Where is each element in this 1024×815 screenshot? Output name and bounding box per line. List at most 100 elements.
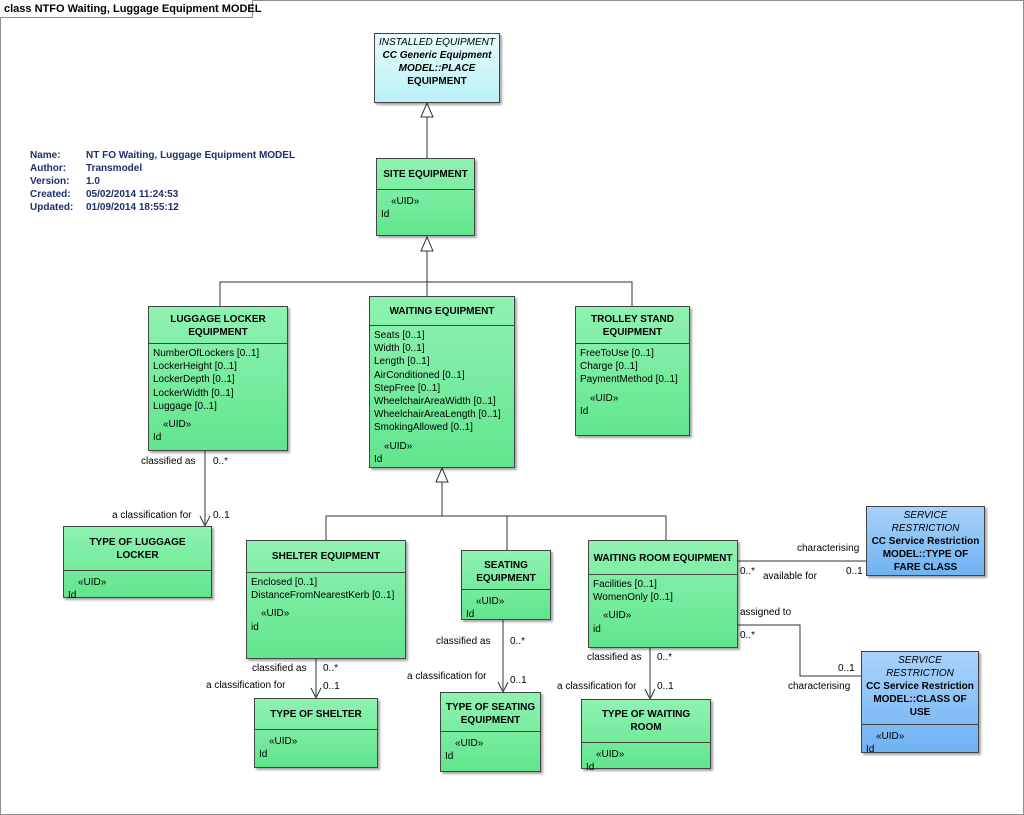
role-label: classified as (587, 652, 642, 663)
uid-stereotype: «UID» (261, 608, 290, 620)
attribute: SmokingAllowed [0..1] (374, 422, 473, 434)
class-title: LUGGAGE LOCKER (170, 314, 266, 325)
attribute-list: NumberOfLockers [0..1]LockerHeight [0..1… (149, 343, 287, 416)
class-type-of-waiting-room[interactable]: TYPE OF WAITING ROOM «UID» Id (581, 699, 711, 773)
uid-stereotype: «UID» (269, 736, 298, 747)
uid-stereotype: «UID» (78, 577, 107, 588)
role-label: a classification for (557, 681, 637, 692)
uid-stereotype: «UID» (391, 196, 420, 207)
attribute: PaymentMethod [0..1] (580, 374, 678, 386)
class-title: SITE EQUIPMENT (383, 169, 468, 180)
class-type-of-luggage-locker[interactable]: TYPE OF LUGGAGE LOCKER «UID» Id (63, 526, 212, 601)
class-class-of-use[interactable]: SERVICE RESTRICTION CC Service Restricti… (861, 651, 979, 755)
attribute: Length [0..1] (374, 356, 430, 368)
class-title: CC Service Restriction (871, 536, 980, 547)
uid-stereotype: «UID» (590, 392, 619, 404)
role-label: classified as (436, 636, 491, 647)
attribute: Id (445, 751, 454, 763)
metadata-key: Version: (30, 176, 70, 187)
class-site-equipment[interactable]: SITE EQUIPMENT «UID» Id (376, 158, 475, 236)
class-type-of-fare-class[interactable]: SERVICE RESTRICTION CC Service Restricti… (866, 506, 985, 576)
class-waiting-room-equipment[interactable]: WAITING ROOM EQUIPMENT Facilities [0..1]… (588, 540, 738, 648)
attribute-list: Seats [0..1] Width [0..1]Length [0..1]Air… (370, 325, 514, 438)
attribute: Width [0..1] (374, 343, 425, 355)
frame-title: class NTFO Waiting, Luggage Equipment MO… (4, 3, 262, 15)
uid-stereotype: «UID» (603, 610, 632, 622)
class-title: TROLLEY STAND (591, 314, 674, 325)
attribute-list: Enclosed [0..1]DistanceFromNearestKerb [… (247, 572, 405, 605)
generalization-arrowhead (420, 101, 434, 118)
diagram-metadata: Name:NT FO Waiting, Luggage Equipment MO… (30, 149, 295, 214)
metadata-row: Created:05/02/2014 11:24:53 (30, 188, 295, 201)
class-title: TYPE OF SHELTER (270, 709, 362, 720)
metadata-value: 01/09/2014 18:55:12 (86, 202, 179, 213)
class-installed-equipment[interactable]: INSTALLED EQUIPMENT CC Generic Equipment… (374, 33, 500, 103)
class-waiting-equipment[interactable]: WAITING EQUIPMENT Seats [0..1] Width [0..… (369, 296, 515, 468)
attribute: id (593, 623, 601, 635)
uid-stereotype: «UID» (476, 596, 505, 607)
role-label: characterising (788, 681, 851, 692)
generalization-tree-waiting (325, 515, 667, 540)
class-title: CC Generic Equipment (382, 50, 492, 61)
attribute: StepFree [0..1] (374, 382, 441, 394)
class-stereotype: SERVICE RESTRICTION (891, 510, 960, 534)
multiplicity-label: 0..1 (838, 663, 855, 674)
class-title: USE (909, 707, 931, 718)
class-title: WAITING EQUIPMENT (389, 306, 495, 317)
class-shelter-equipment[interactable]: SHELTER EQUIPMENT Enclosed [0..1]Distanc… (246, 540, 406, 659)
uid-stereotype: «UID» (455, 738, 484, 749)
multiplicity-label: 0..* (740, 566, 756, 577)
metadata-row: Author: Transmodel (30, 162, 295, 175)
uid-stereotype: «UID» (876, 731, 905, 742)
metadata-value: NT FO Waiting, Luggage Equipment MODEL (86, 150, 296, 161)
multiplicity-label: 0..1 (657, 681, 674, 692)
metadata-row: Updated:01/09/2014 18:55:12 (30, 201, 295, 214)
metadata-key: Author: (30, 163, 67, 174)
class-title: EQUIPMENT (460, 715, 521, 726)
multiplicity-label: 0..1 (510, 675, 527, 686)
attribute: Id (580, 405, 589, 417)
generalization-arrowhead (435, 466, 449, 483)
class-title: SHELTER EQUIPMENT (271, 551, 381, 562)
class-luggage-locker-equipment[interactable]: LUGGAGE LOCKER EQUIPMENT NumberOfLockers… (148, 306, 288, 451)
class-title: MODEL::PLACE (398, 63, 476, 74)
role-label: a classification for (206, 680, 286, 691)
class-stereotype: INSTALLED EQUIPMENT (379, 37, 495, 48)
role-label: characterising (797, 543, 860, 554)
attribute: Id (68, 590, 77, 602)
attribute: id (251, 621, 259, 633)
attribute: WheelchairAreaWidth [0..1] (374, 396, 496, 408)
class-trolley-stand-equipment[interactable]: TROLLEY STAND EQUIPMENT FreeToUse [0..1]… (575, 306, 690, 436)
attribute: Luggage [0..1] (153, 400, 217, 412)
class-type-of-seating-equipment[interactable]: TYPE OF SEATING EQUIPMENT «UID» Id (440, 692, 541, 772)
class-title: EQUIPMENT (602, 327, 663, 338)
class-seating-equipment[interactable]: SEATING EQUIPMENT «UID» Id (461, 550, 551, 620)
attribute-list: Facilities [0..1]WomenOnly [0..1] (589, 574, 737, 607)
generalization-arrowhead (420, 235, 434, 252)
uid-stereotype: «UID» (384, 440, 413, 452)
role-label: available for (763, 571, 817, 582)
generalization-tree-site (219, 281, 633, 306)
role-label: a classification for (112, 510, 192, 521)
attribute: Id (381, 209, 390, 221)
class-stereotype: SERVICE RESTRICTION (886, 655, 954, 679)
attribute: AirConditioned [0..1] (374, 369, 465, 381)
class-title: EQUIPMENT (188, 327, 248, 338)
class-title: TYPE OF WAITING ROOM (601, 709, 691, 733)
metadata-value: Transmodel (86, 163, 143, 174)
multiplicity-label: 0..1 (213, 510, 230, 521)
uid-stereotype: «UID» (596, 749, 625, 760)
attribute: LockerWidth [0..1] (153, 387, 234, 399)
attribute: Id (374, 453, 383, 465)
metadata-row: Version:1.0 (30, 175, 295, 188)
attribute: Id (259, 749, 268, 761)
attribute: Seats [0..1] (374, 330, 425, 341)
uid-stereotype: «UID» (163, 419, 192, 431)
class-title: TYPE OF LUGGAGE LOCKER (89, 537, 186, 561)
frame-title-tab: class NTFO Waiting, Luggage Equipment MO… (0, 0, 262, 18)
class-title: TYPE OF SEATING (445, 702, 536, 713)
attribute: Facilities [0..1] (593, 579, 657, 590)
metadata-row: Name:NT FO Waiting, Luggage Equipment MO… (30, 149, 295, 162)
class-type-of-shelter[interactable]: TYPE OF SHELTER «UID» Id (254, 698, 378, 768)
class-title: SEATING (484, 560, 528, 571)
